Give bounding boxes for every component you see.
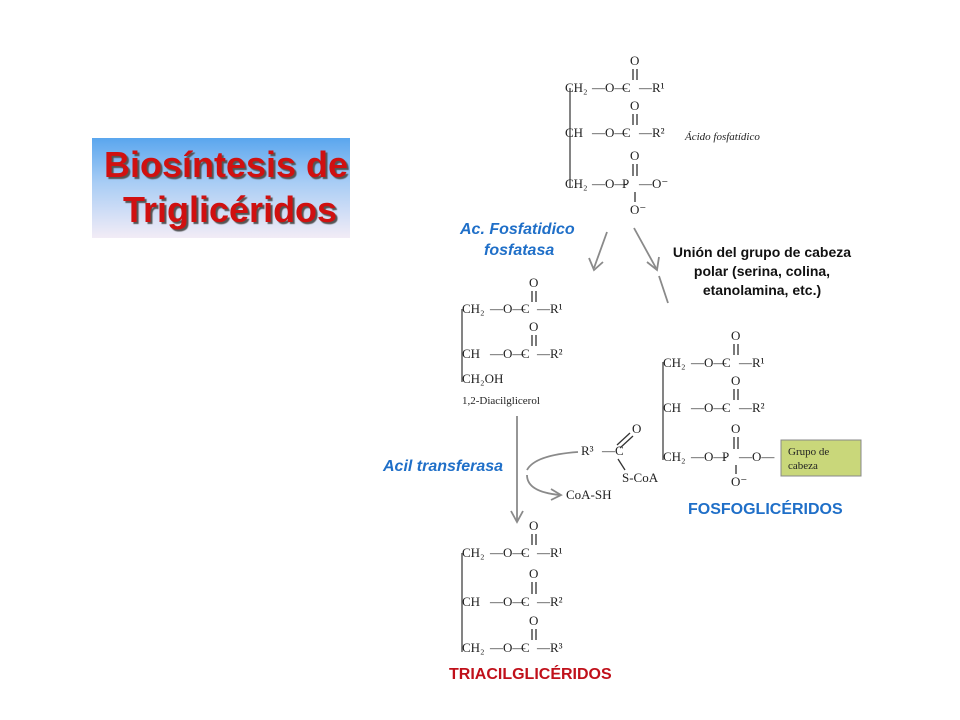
svg-text:—O—: —O— [489, 346, 526, 361]
svg-text:—R²: —R² [738, 400, 765, 415]
svg-text:C: C [521, 545, 530, 560]
svg-text:O: O [630, 148, 639, 163]
svg-text:O⁻: O⁻ [630, 202, 646, 217]
svg-text:C: C [622, 125, 631, 140]
svg-text:O: O [731, 328, 740, 343]
svg-text:CH₂: CH₂ [462, 545, 485, 560]
acyl-r3: R³ [581, 443, 594, 458]
head-group-line-1: Grupo de [788, 446, 829, 458]
svg-text:—C: —C [601, 443, 624, 458]
reaction-arrows [510, 227, 669, 524]
product-triacylglycerides: TRIACILGLICÉRIDOS [449, 666, 612, 683]
head-group-line-2: cabeza [788, 460, 818, 472]
svg-text:C: C [521, 640, 530, 655]
svg-text:O: O [529, 518, 538, 533]
phosphatidic-acid-name: Ácido fosfatídico [684, 131, 760, 143]
svg-text:O: O [630, 53, 639, 68]
svg-text:—R²: —R² [638, 125, 665, 140]
svg-text:—O—: —O— [591, 176, 628, 191]
svg-text:—R²: —R² [536, 594, 563, 609]
svg-text:—O—: —O— [738, 449, 775, 464]
svg-text:—R¹: —R¹ [536, 545, 563, 560]
svg-text:O: O [529, 275, 538, 290]
triacylglycerol-structure: CH₂—O—C—R¹ O CH—O—C—R² O CH₂—O—C—R³ O [462, 518, 563, 655]
acyl-coa-structure: R³ —C O S-CoA CoA-SH [566, 421, 659, 502]
svg-text:CH₂: CH₂ [462, 301, 485, 316]
svg-text:—R²: —R² [536, 346, 563, 361]
svg-text:O: O [529, 566, 538, 581]
svg-text:C: C [521, 594, 530, 609]
svg-text:O: O [731, 421, 740, 436]
svg-text:C: C [722, 355, 731, 370]
svg-text:CH: CH [663, 400, 681, 415]
svg-text:P: P [622, 176, 629, 191]
title-line-2: Triglicéridos [123, 189, 338, 230]
svg-text:—O—: —O— [591, 80, 628, 95]
enzyme-phosphatase-line-2: fosfatasa [484, 242, 555, 259]
svg-text:—R¹: —R¹ [536, 301, 563, 316]
svg-text:O: O [630, 98, 639, 113]
svg-text:CH₂: CH₂ [565, 80, 588, 95]
svg-text:C: C [521, 301, 530, 316]
phosphatidic-acid-structure: CH₂—O—C—R¹ O CH—O—C—R² O CH₂—O—P—O⁻ O O⁻… [565, 53, 760, 217]
svg-text:O: O [529, 319, 538, 334]
svg-text:—R³: —R³ [536, 640, 563, 655]
svg-text:CH: CH [565, 125, 583, 140]
enzyme-acyltransferase: Acil transferasa [383, 458, 504, 475]
svg-text:O: O [529, 613, 538, 628]
svg-text:CH₂: CH₂ [462, 640, 485, 655]
svg-text:—O—: —O— [489, 594, 526, 609]
product-phosphoglycerides: FOSFOGLICÉRIDOS [688, 501, 843, 518]
diacylglycerol-name: 1,2-Diacilglicerol [462, 395, 540, 407]
title-box [92, 138, 350, 238]
svg-text:O: O [632, 421, 641, 436]
svg-text:CH₂: CH₂ [565, 176, 588, 191]
svg-text:O⁻: O⁻ [731, 474, 747, 489]
svg-text:—O—: —O— [690, 449, 727, 464]
coa-sh: CoA-SH [566, 487, 612, 502]
svg-text:—O—: —O— [489, 301, 526, 316]
title-line-1: Biosíntesis de [104, 144, 349, 185]
svg-text:—O—: —O— [690, 355, 727, 370]
svg-text:O: O [731, 373, 740, 388]
polar-head-note: Unión del grupo de cabeza polar (serina,… [672, 244, 852, 298]
svg-text:CH: CH [462, 594, 480, 609]
svg-text:—O—: —O— [591, 125, 628, 140]
phosphoglyceride-structure: CH₂—O—C—R¹ O CH—O—C—R² O CH₂—O—P—O— O O⁻… [663, 328, 862, 489]
svg-text:—R¹: —R¹ [638, 80, 665, 95]
svg-text:P: P [722, 449, 729, 464]
svg-text:C: C [722, 400, 731, 415]
head-group-box [780, 439, 862, 477]
svg-text:CH₂: CH₂ [663, 449, 686, 464]
svg-text:—O⁻: —O⁻ [638, 176, 668, 191]
enzyme-phosphatase-line-1: Ac. Fosfatidico [460, 221, 575, 238]
svg-text:CH₂: CH₂ [663, 355, 686, 370]
svg-text:—O—: —O— [690, 400, 727, 415]
dag-ch2oh: CH₂OH [462, 371, 503, 386]
svg-text:C: C [622, 80, 631, 95]
svg-text:CH: CH [462, 346, 480, 361]
svg-text:C: C [521, 346, 530, 361]
svg-text:—O—: —O— [489, 545, 526, 560]
diacylglycerol-structure: CH₂—O—C—R¹ O CH—O—C—R² O CH₂OH 1,2-Diaci… [462, 275, 563, 407]
svg-text:—R¹: —R¹ [738, 355, 765, 370]
svg-text:—O—: —O— [489, 640, 526, 655]
acyl-s-coa: S-CoA [622, 470, 659, 485]
